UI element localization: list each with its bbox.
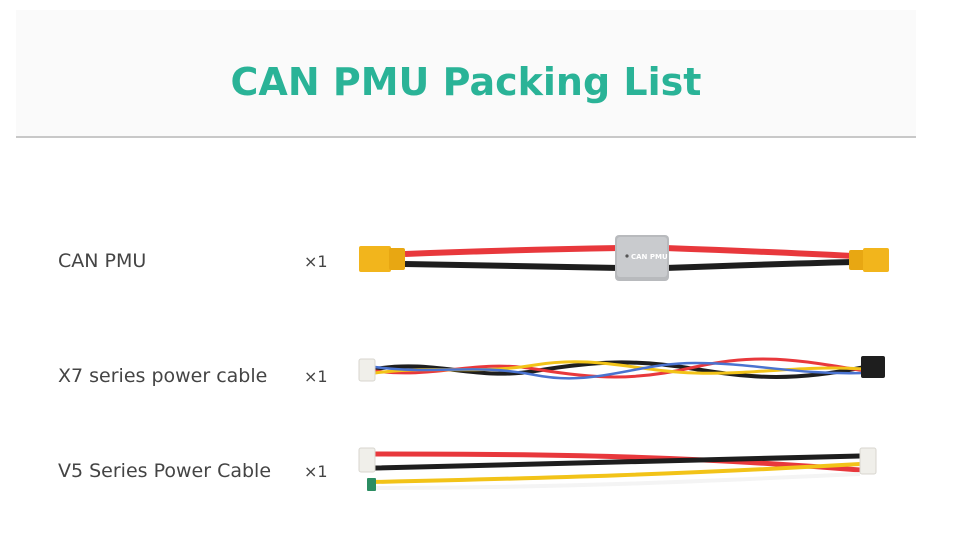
item-quantity: ×1: [304, 367, 328, 386]
device-label: CAN PMU: [631, 253, 668, 261]
item-quantity: ×1: [304, 462, 328, 481]
list-item: X7 series power cable ×1: [0, 355, 972, 405]
page-title: CAN PMU Packing List: [230, 60, 702, 104]
list-item: CAN PMU ×1 CAN PMU: [0, 235, 972, 290]
item-name: CAN PMU: [58, 250, 147, 272]
v5-cable-image: [358, 447, 877, 491]
item-name: V5 Series Power Cable: [58, 460, 272, 482]
item-quantity: ×1: [304, 252, 328, 271]
header-banner: CAN PMU Packing List: [16, 10, 916, 138]
can-pmu-image: CAN PMU: [359, 235, 889, 281]
x7-cable-image: [358, 356, 885, 382]
item-name: X7 series power cable: [58, 365, 268, 387]
list-item: V5 Series Power Cable ×1: [0, 447, 972, 500]
